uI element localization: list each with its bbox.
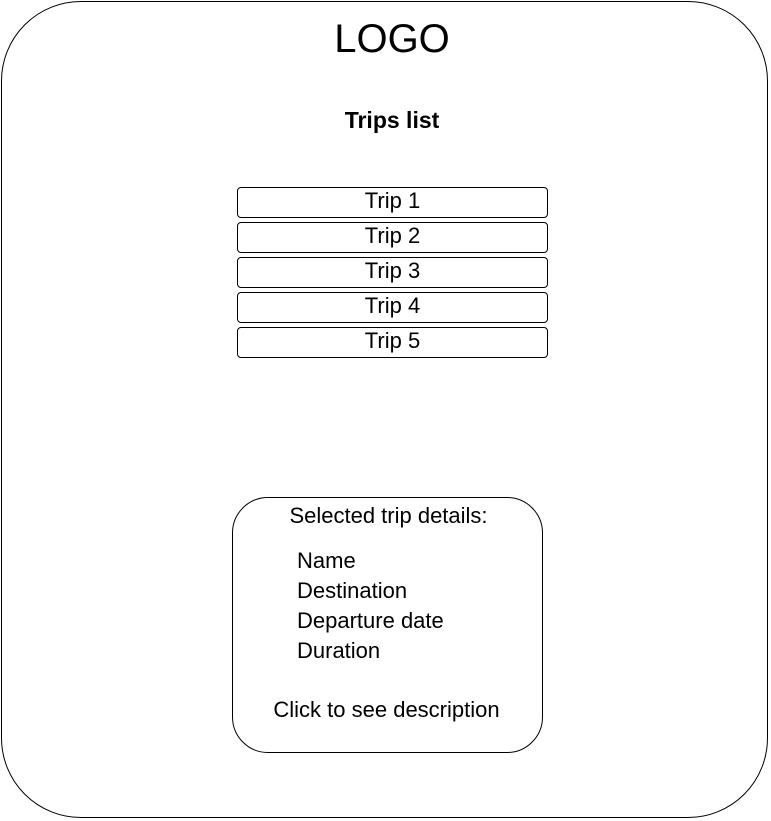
details-field-list: Name Destination Departure date Duration [297,546,444,666]
logo: LOGO [334,17,450,61]
trip-list-item[interactable]: Trip 1 [237,187,548,218]
trip-list-item[interactable]: Trip 3 [237,257,548,288]
trip-list-item[interactable]: Trip 4 [237,292,548,323]
trip-list-item[interactable]: Trip 5 [237,327,548,358]
details-title: Selected trip details: [289,503,488,528]
details-field-destination: Destination [297,578,408,603]
trips-list-title: Trips list [344,107,440,133]
trips-list: Trip 1 Trip 2 Trip 3 Trip 4 Trip 5 [237,187,548,362]
see-description-link[interactable]: Click to see description [273,697,500,722]
details-field-name: Name [297,548,356,573]
details-field-duration: Duration [297,638,381,663]
details-field-departure-date: Departure date [297,608,444,633]
selected-trip-details-card: Selected trip details: Name Destination … [232,497,543,753]
trip-list-item[interactable]: Trip 2 [237,222,548,253]
